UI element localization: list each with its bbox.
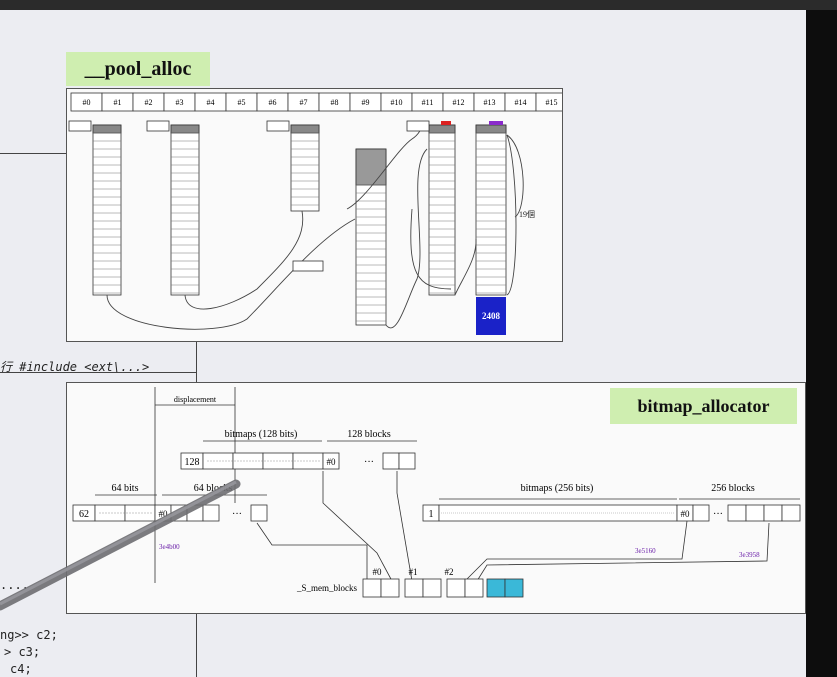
address-2: 3e5160 — [635, 547, 656, 555]
code-line-2: > c3; — [4, 645, 41, 659]
divider-line — [0, 372, 196, 373]
count-label: 19個 — [519, 209, 535, 219]
bitmaps-128-label: bitmaps (128 bits) — [225, 429, 298, 440]
purple-marker — [489, 121, 503, 125]
top-bar — [0, 0, 837, 10]
count-1: 1 — [429, 509, 434, 520]
blocks-128-label: 128 blocks — [347, 429, 391, 440]
divider-line — [196, 342, 197, 382]
slot-label: #5 — [238, 98, 246, 107]
slot-label: #10 — [391, 98, 403, 107]
blocks-256-label: 256 blocks — [711, 483, 755, 494]
code-line-1: ng>> c2; — [0, 628, 58, 642]
include-line: 行 #include <ext\...> — [0, 360, 150, 374]
divider-line — [196, 612, 197, 677]
slot-label: #6 — [269, 98, 277, 107]
red-marker — [441, 121, 451, 125]
code-line-3: c4; — [10, 662, 32, 676]
bitmaps-256-label: bitmaps (256 bits) — [521, 483, 594, 494]
divider-line — [0, 153, 66, 154]
block-value: 2408 — [482, 311, 501, 321]
slot-label: #15 — [546, 98, 558, 107]
pool-alloc-svg: #0 #1 #2 #3 #4 #5 #6 #7 #8 #9 #10 #11 #12 #13 #14 #15 — [68, 92, 568, 335]
address-1: 3e4b00 — [159, 543, 180, 551]
count-62: 62 — [79, 509, 89, 520]
cell-0-128: #0 — [327, 457, 337, 467]
slot-label: #4 — [207, 98, 215, 107]
slot-label: #7 — [300, 98, 308, 107]
right-dark-edge — [806, 10, 837, 677]
pool-alloc-title: __pool_alloc — [66, 52, 210, 86]
ellipsis-64: ··· — [232, 509, 242, 520]
cell-0-256: #0 — [681, 509, 691, 519]
count-128: 128 — [185, 457, 200, 468]
blocks-64-label: 64 blocks — [194, 483, 233, 494]
memory-block-2408 — [476, 297, 506, 335]
address-3: 3e3958 — [739, 551, 760, 559]
mem-2: #2 — [445, 567, 454, 577]
slot-label: #3 — [176, 98, 184, 107]
code-dots: .... — [0, 578, 29, 592]
slot-label: #2 — [145, 98, 153, 107]
slot-label: #0 — [83, 98, 91, 107]
ellipsis-128: ··· — [364, 457, 374, 468]
mem-blocks-label: _S_mem_blocks — [296, 583, 357, 593]
mem-0: #0 — [373, 567, 383, 577]
slot-label: #1 — [114, 98, 122, 107]
slot-label: #12 — [453, 98, 465, 107]
slot-label: #8 — [331, 98, 339, 107]
ellipsis-256: ··· — [713, 509, 723, 520]
slot-label: #11 — [422, 98, 434, 107]
cell-0-64: #0 — [159, 509, 169, 519]
bits-64-label: 64 bits — [112, 483, 139, 494]
bitmap-allocator-title: bitmap_allocator — [610, 388, 797, 424]
displacement-label: displacement — [174, 395, 217, 404]
slot-label: #13 — [484, 98, 496, 107]
pool-alloc-diagram: #0 #1 #2 #3 #4 #5 #6 #7 #8 #9 #10 #11 #12 #13 #14 #15 — [66, 88, 568, 342]
slot-label: #9 — [362, 98, 370, 107]
slot-label: #14 — [515, 98, 527, 107]
mem-1: #1 — [409, 567, 418, 577]
